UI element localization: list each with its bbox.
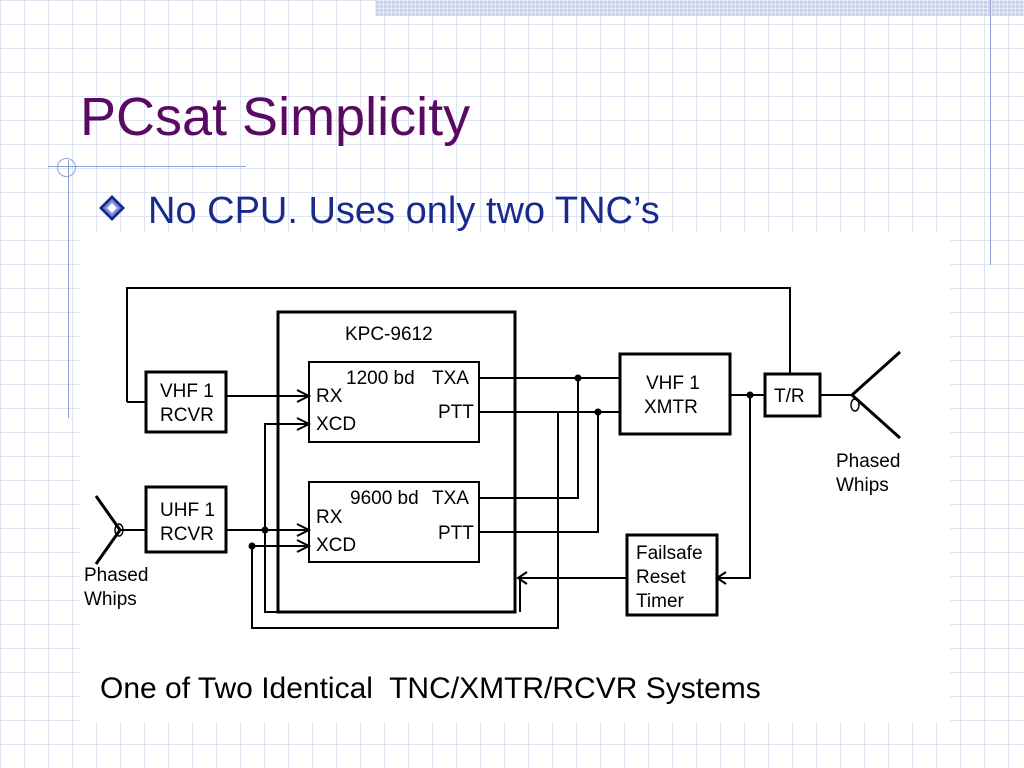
- left-decorative-line: [68, 160, 69, 418]
- top-decorative-band: [375, 0, 1024, 16]
- failsafe-label-3: Timer: [636, 591, 685, 612]
- tnc2-txa-label: TXA: [432, 488, 469, 509]
- failsafe-timer-box: [625, 533, 719, 617]
- bullet-text: No CPU. Uses only two TNC’s: [148, 190, 660, 232]
- tr-switch-label: T/R: [774, 386, 805, 407]
- tnc-9600-box: [308, 481, 480, 563]
- title-rule: [48, 166, 246, 167]
- tnc2-xcd-label: XCD: [316, 535, 356, 556]
- left-antenna-icon: [94, 495, 122, 565]
- tnc1-xcd-label: XCD: [316, 414, 356, 435]
- kpc-9612-box: [276, 310, 517, 614]
- left-whips-label-2: Whips: [84, 589, 137, 610]
- right-decorative-line: [990, 0, 991, 265]
- vhf-rcvr-label-2: RCVR: [160, 405, 214, 426]
- system-block-diagram: KPC-9612 1200 bd TXA RX PTT XCD 9600 bd …: [84, 287, 902, 629]
- left-antenna-feed-icon: [114, 523, 124, 537]
- right-antenna-feed-icon: [850, 398, 860, 412]
- failsafe-label-2: Reset: [636, 567, 686, 588]
- kpc-label: KPC-9612: [345, 324, 433, 345]
- left-whips-label-1: Phased: [84, 565, 148, 586]
- diagram-caption: One of Two Identical TNC/XMTR/RCVR Syste…: [100, 672, 761, 705]
- vhf-rcvr-label-1: VHF 1: [160, 381, 214, 402]
- uhf-rcvr-box: [144, 485, 228, 554]
- tnc2-rx-label: RX: [316, 507, 343, 528]
- diamond-bullet-icon: [99, 195, 125, 221]
- right-antenna-icon: [849, 350, 902, 440]
- tnc1-ptt-label: PTT: [438, 402, 474, 423]
- junction-dots: [248, 374, 754, 550]
- vhf-xmtr-box: [618, 352, 732, 436]
- tnc1-speed-label: 1200 bd: [346, 368, 415, 389]
- tnc2-ptt-label: PTT: [438, 523, 474, 544]
- uhf-rcvr-label-1: UHF 1: [160, 500, 215, 521]
- tnc2-speed-label: 9600 bd: [350, 488, 419, 509]
- uhf-rcvr-label-2: RCVR: [160, 524, 214, 545]
- arrow-heads: [296, 389, 727, 585]
- vhf-xmtr-label-1: VHF 1: [646, 373, 700, 394]
- tnc1-txa-label: TXA: [432, 368, 469, 389]
- vhf-xmtr-label-2: XMTR: [644, 397, 698, 418]
- failsafe-label-1: Failsafe: [636, 543, 703, 564]
- signal-wires: [120, 287, 901, 629]
- tnc-1200-box: [308, 361, 480, 443]
- slide-title: PCsat Simplicity: [80, 87, 471, 147]
- right-whips-label-1: Phased: [836, 451, 900, 472]
- right-whips-label-2: Whips: [836, 475, 889, 496]
- tnc1-rx-label: RX: [316, 386, 343, 407]
- title-rule-circle: [57, 158, 76, 177]
